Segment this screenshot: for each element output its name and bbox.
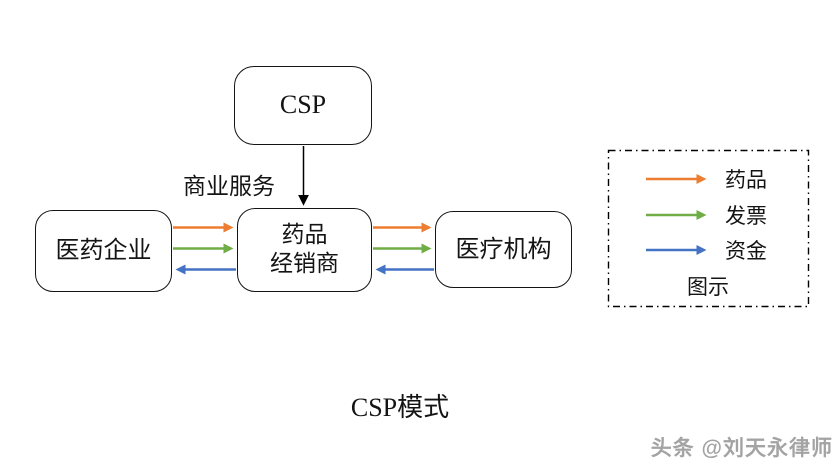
watermark-text: 头条 @刘天永律师	[650, 437, 833, 460]
legend-item-invoice: 发票	[646, 202, 767, 228]
legend-title: 图示	[687, 275, 729, 299]
node-drug-distributor: 药品 经销商	[237, 208, 372, 292]
node-hospital-label: 医疗机构	[455, 236, 552, 263]
node-csp: CSP	[234, 66, 372, 145]
legend-drug-label: 药品	[725, 168, 767, 192]
legend-fund-label: 资金	[725, 239, 767, 263]
legend-invoice-arrow-icon	[646, 210, 707, 220]
csp-service-edge-label: 商业服务	[183, 174, 275, 199]
legend-fund-arrow-icon	[646, 245, 707, 255]
node-medical-institution: 医疗机构	[435, 211, 572, 288]
node-csp-label: CSP	[279, 90, 327, 120]
legend: 药品 发票 资金 图示	[608, 150, 808, 307]
node-distributor-label-line1: 药品	[281, 222, 328, 248]
node-pharma-label: 医药企业	[55, 238, 152, 264]
node-pharma-enterprise: 医药企业	[35, 210, 172, 292]
diagram-caption: CSP模式	[350, 393, 450, 422]
node-distributor-label-line2: 经销商	[270, 251, 339, 276]
legend-item-fund: 资金	[646, 237, 767, 263]
legend-invoice-label: 发票	[725, 204, 767, 228]
legend-drug-arrow-icon	[646, 174, 707, 184]
legend-item-drug: 药品	[646, 166, 767, 192]
